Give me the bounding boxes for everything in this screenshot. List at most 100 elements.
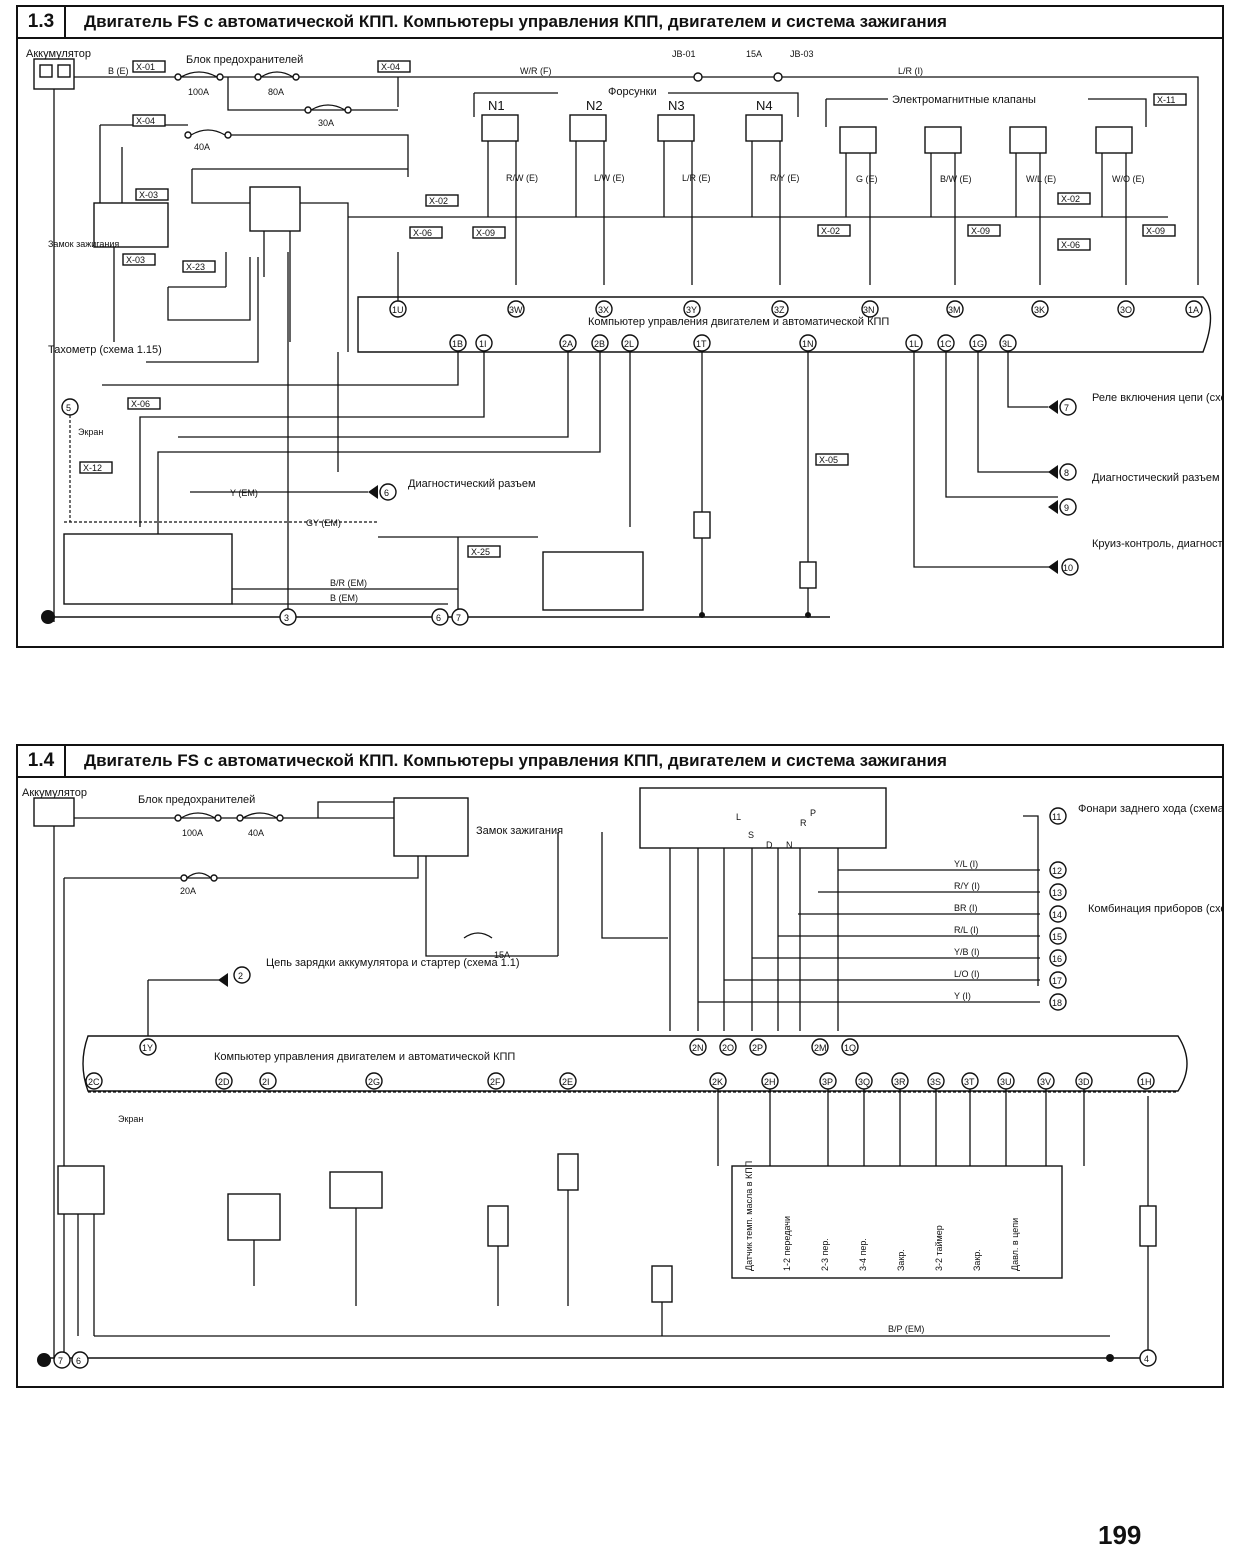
svg-text:3N: 3N (863, 305, 875, 315)
svg-text:3Z: 3Z (774, 305, 785, 315)
svg-text:X-25: X-25 (471, 547, 490, 557)
svg-text:11: 11 (1052, 812, 1061, 822)
svg-text:W/L (E): W/L (E) (1026, 174, 1056, 184)
ecu-pin-label: 2E (562, 1077, 573, 1087)
ecu-pin-label: 3Q (858, 1077, 870, 1087)
panel-header: 1.3 Двигатель FS с автоматической КПП. К… (18, 7, 1222, 39)
svg-text:1G: 1G (972, 339, 984, 349)
screen-label: Экран (78, 427, 103, 437)
svg-text:3W: 3W (509, 305, 523, 315)
svg-text:7: 7 (1064, 403, 1069, 413)
svg-text:X-03: X-03 (139, 190, 158, 200)
svg-text:15: 15 (1052, 932, 1062, 942)
ecu-pin-label: 2I (262, 1077, 270, 1087)
ecu-pin (85, 1072, 103, 1090)
ref-7-relay: 7 Реле включения цепи (схема 1.11) (1048, 392, 1222, 416)
unit-b1-17 (329, 1171, 383, 1209)
ecu-pin (365, 1072, 383, 1090)
ecu-pin-label: 2D (218, 1077, 230, 1087)
panel-header: 1.4 Двигатель FS с автоматической КПП. К… (18, 746, 1222, 778)
panel-title: Двигатель FS с автоматической КПП. Компь… (84, 751, 947, 770)
ecu-pin-label: 3R (894, 1077, 906, 1087)
svg-text:1I: 1I (479, 339, 487, 349)
svg-text:3K: 3K (1034, 305, 1045, 315)
thermistor-b1-20 (651, 1265, 673, 1303)
ref-6 (71, 1351, 89, 1369)
ref-11 (1049, 807, 1067, 825)
svg-text:X-04: X-04 (136, 116, 155, 126)
sensor-b1-16 (227, 1193, 281, 1241)
injectors: N1 N2 N3 N4 (481, 98, 783, 142)
svg-text:X-04: X-04 (381, 62, 400, 72)
ecu-pin-label: 3T (964, 1077, 975, 1087)
svg-text:D: D (766, 840, 773, 850)
svg-text:3L: 3L (1002, 339, 1012, 349)
ignitor-module (63, 533, 233, 605)
svg-text:X-12: X-12 (83, 463, 102, 473)
svg-text:1Y: 1Y (142, 1043, 153, 1053)
fuse-block-label: Блок предохранителей (186, 54, 303, 66)
svg-text:1U: 1U (392, 305, 404, 315)
charging-label: Цепь зарядки аккумулятора и стартер (схе… (266, 957, 520, 969)
svg-text:N: N (786, 840, 793, 850)
svg-text:Y/L (I): Y/L (I) (954, 859, 978, 869)
svg-text:3M: 3M (948, 305, 961, 315)
svg-text:Диагностический разъем: Диагностический разъем (408, 478, 536, 490)
svg-text:13: 13 (1052, 888, 1062, 898)
atx-sensor-label: Датчик темп. масла в КПП (744, 1161, 754, 1271)
svg-text:3: 3 (284, 613, 289, 623)
atx-sensor-label: Закр. (896, 1249, 906, 1271)
solenoids-label: Электромагнитные клапаны (892, 94, 1036, 106)
thermistor-b1-19 (557, 1153, 579, 1191)
atx-sensor-label: Закр. (972, 1249, 982, 1271)
svg-text:40A: 40A (194, 142, 210, 152)
svg-text:N3: N3 (668, 98, 685, 113)
ecu-pin-label: 1H (1140, 1077, 1152, 1087)
ecu-top-pins: 1U 3W 3X 3Y 3Z 3N 3M 3K 3O 1A (389, 300, 1203, 318)
svg-text:Y (I): Y (I) (954, 991, 971, 1001)
unit-b1-04 (542, 551, 644, 611)
ecu-pin-label: 3V (1040, 1077, 1051, 1087)
ignition-switch-label: Замок зажигания (476, 825, 563, 837)
ecu-pin (559, 1072, 577, 1090)
battery: Аккумулятор (26, 48, 91, 90)
svg-text:R/L (I): R/L (I) (954, 925, 979, 935)
svg-text:80A: 80A (268, 87, 284, 97)
ecu-label: Компьютер управления двигателем и автома… (214, 1051, 515, 1063)
fuse-block-label: Блок предохранителей (138, 794, 255, 806)
svg-text:10: 10 (1063, 563, 1073, 573)
ecu-pin-label: 3U (1000, 1077, 1012, 1087)
svg-text:JB-01: JB-01 (672, 49, 696, 59)
svg-text:S: S (748, 830, 754, 840)
diagram-panel-1-3: 1.3 Двигатель FS с автоматической КПП. К… (16, 5, 1224, 648)
svg-text:3Y: 3Y (686, 305, 697, 315)
svg-text:2O: 2O (722, 1043, 734, 1053)
svg-text:N2: N2 (586, 98, 603, 113)
svg-text:X-09: X-09 (971, 226, 990, 236)
svg-text:3O: 3O (1120, 305, 1132, 315)
svg-text:1C: 1C (940, 339, 952, 349)
ground-symbol (41, 610, 55, 624)
svg-text:2: 2 (238, 971, 243, 981)
svg-text:L/W (E): L/W (E) (594, 173, 625, 183)
ecu-pin (215, 1072, 233, 1090)
svg-text:6: 6 (384, 488, 389, 498)
svg-text:Y/B (I): Y/B (I) (954, 947, 980, 957)
svg-text:X-11: X-11 (1157, 95, 1175, 105)
thermistor-b1-18 (487, 1205, 509, 1247)
svg-text:N1: N1 (488, 98, 505, 113)
ignition-switch (93, 202, 169, 248)
panel-number: 1.3 (18, 7, 66, 37)
svg-text:1N: 1N (802, 339, 814, 349)
svg-text:X-05: X-05 (819, 455, 838, 465)
svg-text:GY (EM): GY (EM) (306, 518, 341, 528)
svg-text:X-02: X-02 (821, 226, 840, 236)
ref-2 (233, 966, 251, 984)
svg-text:1Q: 1Q (844, 1043, 856, 1053)
svg-text:B (E): B (E) (108, 66, 129, 76)
svg-text:N4: N4 (756, 98, 773, 113)
svg-text:7: 7 (58, 1356, 63, 1366)
ecu-pin-label: 3P (822, 1077, 833, 1087)
svg-text:P: P (810, 808, 816, 818)
svg-text:100A: 100A (188, 87, 209, 97)
